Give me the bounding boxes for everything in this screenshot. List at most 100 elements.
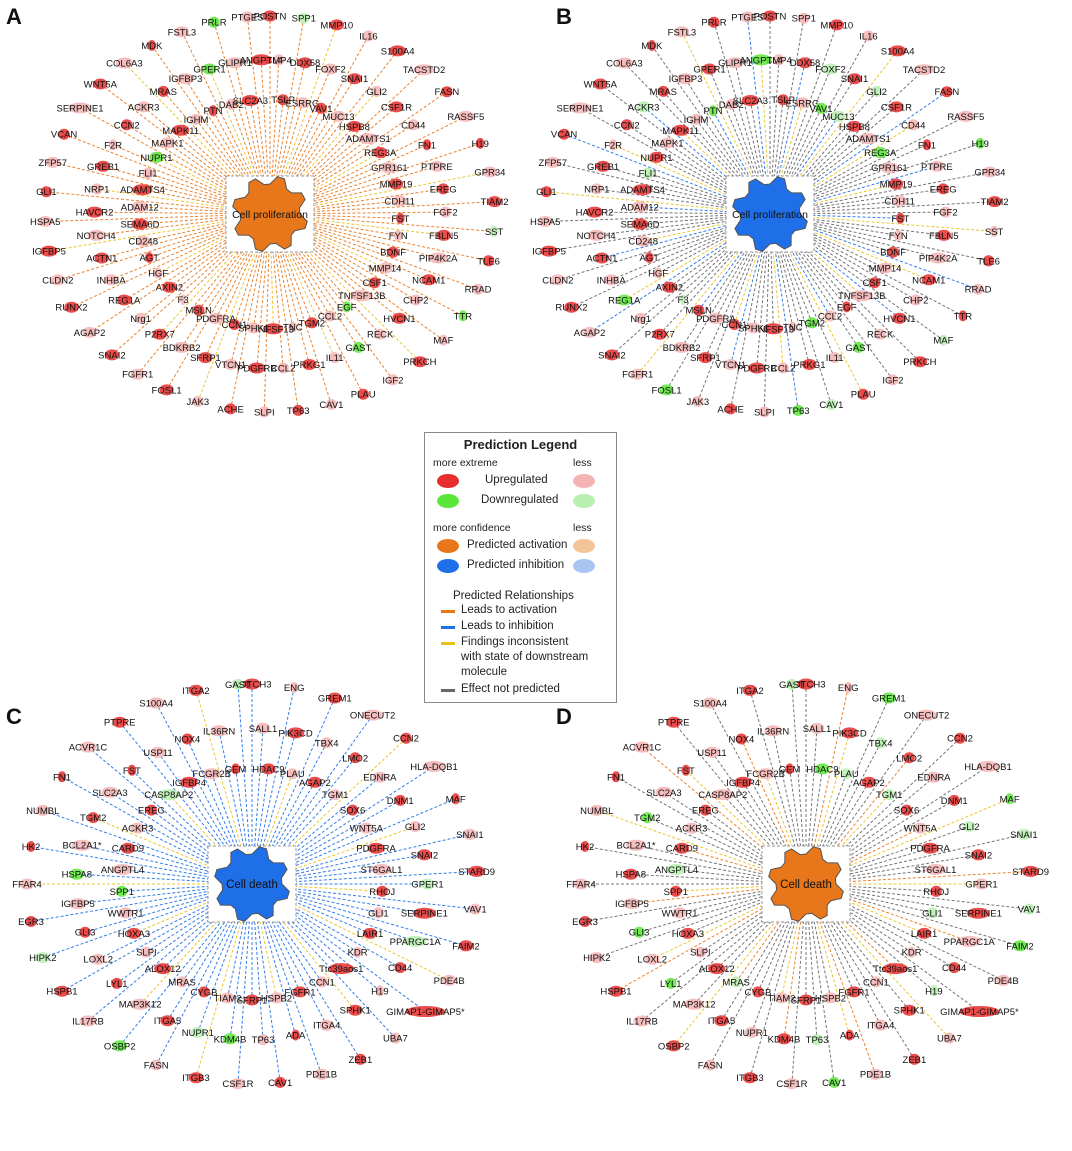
gene-marker-kdr <box>907 946 916 958</box>
gene-marker-prkch <box>912 356 928 368</box>
gene-label-agt: AGT <box>140 253 160 264</box>
edge-gpr161 <box>300 167 390 203</box>
gene-label-csf1: CSF1 <box>862 278 886 289</box>
gene-label-uba7: UBA7 <box>937 1034 962 1045</box>
gene-marker-actn1 <box>594 252 609 264</box>
gene-marker-ptpre <box>929 160 945 172</box>
gene-label-hla-dqb1: HLA-DQB1 <box>410 762 458 773</box>
gene-marker-rhoj <box>376 885 388 897</box>
gene-marker-ccl2 <box>777 362 789 374</box>
gene-label-actn1: ACTN1 <box>586 254 617 265</box>
gene-marker-tbx4 <box>875 737 887 749</box>
gene-label-ada: ADA <box>286 1031 306 1042</box>
gene-label-plau: PLAU <box>851 390 876 401</box>
gene-label-tnfsf13b: TNFSF13B <box>838 291 886 302</box>
network-panel-b: POSTNBMP4TSLPSPP1DDX58ESRRGMMP10FOXF2VAV… <box>530 10 1009 418</box>
gene-label-wnt5a: WNT5A <box>350 824 384 835</box>
edge-notch4 <box>96 217 237 236</box>
gene-marker-tle6 <box>982 255 995 267</box>
gene-label-sall1: SALL1 <box>249 724 278 735</box>
gene-label-wnt5a: WNT5A <box>84 80 118 91</box>
gene-label-igf2: IGF2 <box>882 375 903 386</box>
gene-label-agap2: AGAP2 <box>574 328 606 339</box>
gene-marker-sema6d <box>131 218 149 230</box>
gene-label-reg3a: REG3A <box>364 148 397 159</box>
gene-label-runx2: RUNX2 <box>55 303 87 314</box>
edge-stard9 <box>839 870 1031 883</box>
gene-marker-bdnf <box>387 246 399 258</box>
edge-loxl2 <box>97 898 223 960</box>
gene-marker-hoxa3 <box>126 927 142 939</box>
gene-label-mmp10: MMP10 <box>820 20 853 31</box>
gene-label-jak3: JAK3 <box>186 397 209 408</box>
downregulated-strong-icon <box>437 494 459 508</box>
edge-adam12 <box>139 206 237 213</box>
gene-marker-il16 <box>362 30 375 42</box>
edge-pde1b <box>262 912 322 1075</box>
gene-marker-gli2 <box>409 821 421 833</box>
gene-label-gli1: GLI1 <box>368 908 389 919</box>
gene-label-slc2a3: SLC2A3 <box>646 788 681 799</box>
gene-marker-csf1r <box>230 1078 246 1090</box>
edge-ccn2 <box>828 737 961 863</box>
gene-label-stard9: STARD9 <box>1012 867 1049 878</box>
gene-marker-fst <box>896 212 905 224</box>
gene-marker-agap2 <box>307 776 323 788</box>
gene-marker-gli3 <box>633 926 645 938</box>
edge-agt <box>649 224 739 259</box>
edge-jak3 <box>197 242 260 402</box>
gene-label-igfbp3: IGFBP3 <box>169 74 203 85</box>
gene-marker-tgm2 <box>641 812 653 824</box>
edge-tnfsf13 <box>270 243 274 329</box>
gene-marker-fyn <box>893 230 903 241</box>
edge-mmp14 <box>299 227 386 269</box>
gene-label-fbln5: FBLN5 <box>429 231 459 242</box>
edge-kdm4b <box>229 913 249 1039</box>
gene-label-tgm1: TGM1 <box>876 790 902 801</box>
edge-bdkrb2 <box>681 239 754 348</box>
edge-notch4 <box>596 217 737 236</box>
edge-ccl2 <box>785 240 831 317</box>
gene-marker-il36rn <box>764 725 782 737</box>
gene-marker-alox12 <box>708 963 726 975</box>
gene-label-ccl2: CCL2 <box>818 312 842 323</box>
edge-reg1a <box>623 230 743 301</box>
gene-marker-tgm2 <box>806 317 818 329</box>
panel-a-letter: A <box>6 4 22 29</box>
gene-label-notch4: NOTCH4 <box>77 231 116 242</box>
gene-marker-fosl1 <box>659 384 674 396</box>
edge-itga4 <box>820 910 882 1026</box>
edge-pip4k2a <box>802 222 939 259</box>
edge-ncam1 <box>800 226 929 281</box>
gene-label-itga4: ITGA4 <box>867 1021 894 1032</box>
activation-line-icon <box>441 610 455 613</box>
edge-fn1 <box>800 144 928 201</box>
edge-jak3 <box>697 242 760 402</box>
gene-marker-pdgfra <box>207 313 225 324</box>
gene-marker-gper1 <box>420 878 435 890</box>
gene-label-bdnf: BDNF <box>880 248 906 259</box>
edge-hoxa3 <box>133 896 222 934</box>
gene-marker-egf <box>342 301 352 313</box>
gene-label-osbp2: OSBP2 <box>104 1041 136 1052</box>
edge-il11 <box>782 241 836 358</box>
gene-label-csf1r: CSF1R <box>881 102 912 113</box>
edge-greb1 <box>602 165 738 206</box>
gene-marker-slc2a3 <box>655 786 673 798</box>
gene-label-egr3: EGR3 <box>18 917 44 928</box>
gene-label-zeb1: ZEB1 <box>349 1055 373 1066</box>
gene-label-pdgfra: PDGFRA <box>196 314 236 325</box>
gene-marker-ptges <box>740 11 755 23</box>
gene-label-postn: POSTN <box>754 12 787 23</box>
gene-marker-csf1r <box>784 1078 800 1090</box>
gene-marker-ereg <box>699 804 712 816</box>
gene-marker-osbp2 <box>112 1040 127 1052</box>
gene-marker-cd44 <box>907 119 919 131</box>
gene-marker-egf <box>842 301 851 313</box>
edge-dnm1 <box>834 799 955 869</box>
gene-marker-mdk <box>147 40 157 51</box>
gene-label-cygb: CYGB <box>191 987 218 998</box>
gene-marker-sox6 <box>346 804 359 816</box>
gene-marker-lmo2 <box>349 752 361 764</box>
gene-marker-ereg <box>145 804 158 816</box>
